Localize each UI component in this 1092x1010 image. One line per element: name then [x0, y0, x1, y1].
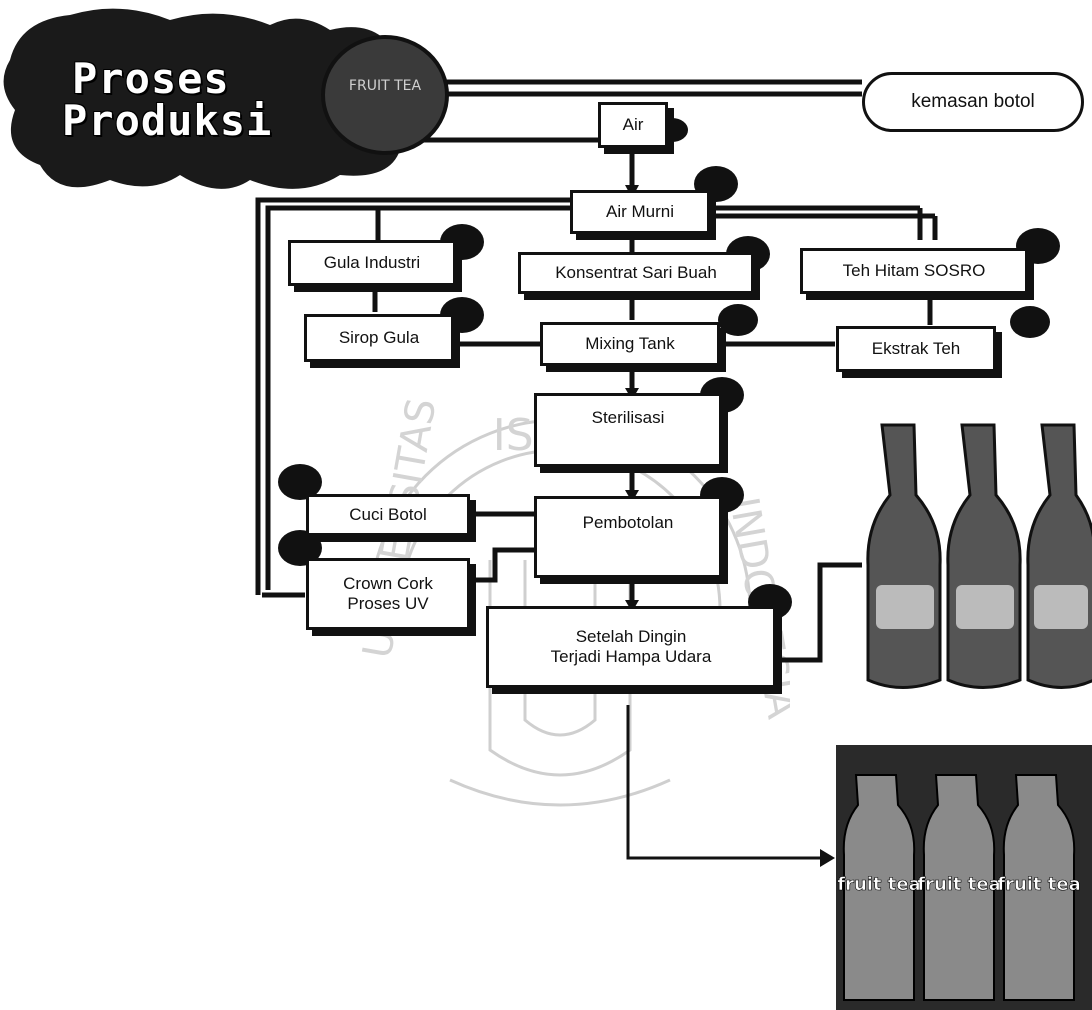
crown-cork-line-1: Crown Cork	[343, 574, 433, 593]
setelah-line-2: Terjadi Hampa Udara	[550, 647, 712, 666]
fruit-tea-logo-icon	[321, 35, 449, 155]
step-cuci-botol: Cuci Botol	[306, 494, 470, 536]
page-title: Proses Produksi	[62, 54, 272, 142]
step-teh-hitam-sosro: Teh Hitam SOSRO	[800, 248, 1028, 294]
pet-label-3: fruit tea	[997, 874, 1081, 895]
pet-label-2: fruit tea	[917, 874, 1001, 895]
step-setelah-dingin: Setelah Dingin Terjadi Hampa Udara	[486, 606, 776, 688]
step-konsentrat-sari-buah: Konsentrat Sari Buah	[518, 252, 754, 294]
glass-bottles-photo	[862, 415, 1092, 695]
step-ekstrak-teh: Ekstrak Teh	[836, 326, 996, 372]
pet-bottles-photo: fruit tea fruit tea fruit tea	[836, 745, 1092, 1010]
step-air-murni: Air Murni	[570, 190, 710, 234]
step-mixing-tank: Mixing Tank	[540, 322, 720, 366]
title-line-2: Produksi	[62, 96, 273, 145]
step-crown-cork: Crown Cork Proses UV	[306, 558, 470, 630]
title-line-1: Proses	[72, 54, 230, 103]
kemasan-botol-terminal: kemasan botol	[862, 72, 1084, 132]
setelah-line-1: Setelah Dingin	[575, 627, 687, 646]
step-gula-industri: Gula Industri	[288, 240, 456, 286]
step-sirop-gula: Sirop Gula	[304, 314, 454, 362]
crown-cork-line-2: Proses UV	[347, 594, 429, 613]
svg-text:FRUIT TEA: FRUIT TEA	[349, 78, 422, 94]
pet-label-1: fruit tea	[837, 874, 921, 895]
title-blob: FRUIT TEA	[3, 8, 449, 189]
step-pembotolan: Pembotolan	[534, 496, 722, 578]
step-air: Air	[598, 102, 668, 148]
step-sterilisasi: Sterilisasi	[534, 393, 722, 467]
